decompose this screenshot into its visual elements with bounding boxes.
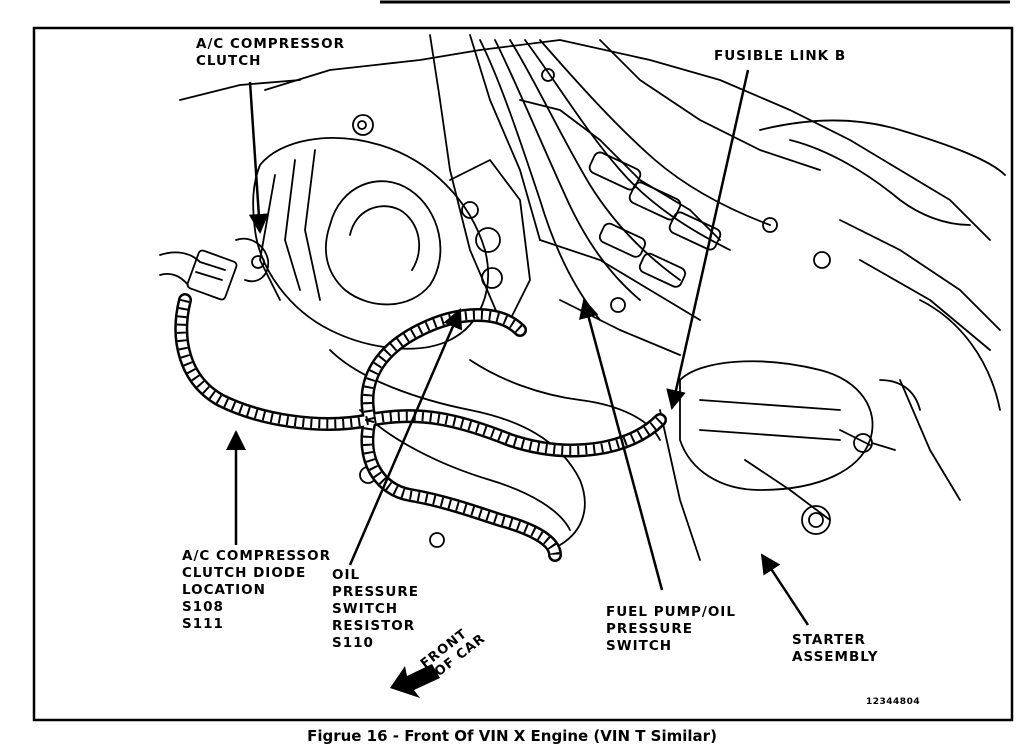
starter-body — [679, 360, 874, 491]
label-line: S110 — [332, 635, 374, 651]
label-line: CLUTCH — [196, 53, 262, 69]
label-line: PRESSURE — [606, 621, 693, 637]
label-line: CLUTCH DIODE — [182, 565, 307, 581]
leader-ac-clutch — [248, 81, 269, 234]
label-line: S108 — [182, 599, 224, 615]
label-starter-assembly: STARTER ASSEMBLY — [792, 632, 879, 666]
label-oil-pressure-resistor: OIL PRESSURE SWITCH RESISTOR S110 — [332, 567, 419, 652]
label-line: PRESSURE — [332, 584, 419, 600]
label-line: A/C COMPRESSOR — [196, 36, 346, 52]
label-line: LOCATION — [182, 582, 266, 598]
leader-fuel-pump-switch — [579, 298, 664, 591]
label-line: RESISTOR — [332, 618, 416, 634]
label-fuel-pump-switch: FUEL PUMP/OIL PRESSURE SWITCH — [606, 604, 736, 655]
label-ac-clutch-diode: A/C COMPRESSOR CLUTCH DIODE LOCATION S10… — [182, 548, 331, 633]
leader-oil-resistor — [348, 308, 463, 566]
front-of-car-arrow — [390, 664, 440, 698]
leader-starter — [760, 553, 810, 626]
label-line: S111 — [182, 616, 224, 632]
label-line: FUEL PUMP/OIL — [606, 604, 736, 620]
label-line: OIL — [332, 567, 361, 583]
label-ac-compressor-clutch: A/C COMPRESSOR CLUTCH — [196, 36, 345, 70]
label-line: FUSIBLE LINK B — [714, 48, 847, 64]
label-line: SWITCH — [332, 601, 399, 617]
figure-caption: Figrue 16 - Front Of VIN X Engine (VIN T… — [307, 727, 717, 745]
label-line: ASSEMBLY — [792, 649, 879, 665]
figure-frame — [32, 26, 1014, 722]
part-number: 12344804 — [866, 697, 921, 707]
engine-block-outline — [264, 39, 991, 241]
label-line: SWITCH — [606, 638, 673, 654]
label-fusible-link-b: FUSIBLE LINK B — [714, 48, 846, 65]
label-line: STARTER — [792, 632, 866, 648]
leader-fusible-link — [666, 69, 750, 410]
label-line: A/C COMPRESSOR — [182, 548, 332, 564]
